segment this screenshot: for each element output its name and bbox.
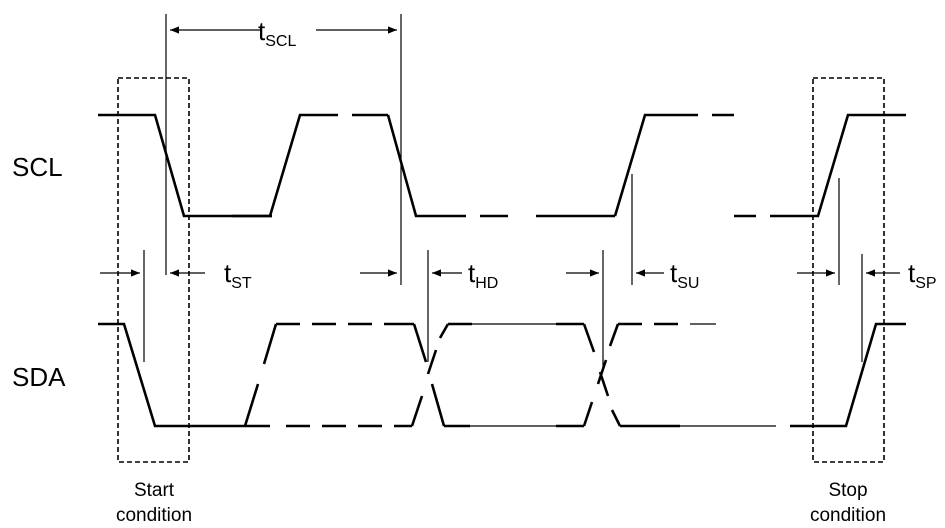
svg-text:tST: tST [224, 258, 252, 292]
t-sp-annotation: tSP [797, 258, 937, 292]
svg-text:tSP: tSP [908, 258, 937, 292]
svg-text:tHD: tHD [468, 258, 498, 292]
scl-label: SCL [12, 152, 63, 182]
t-scl-annotation: tSCL [170, 16, 397, 50]
reference-lines [143, 14, 863, 368]
svg-text:tSU: tSU [670, 258, 699, 292]
sda-label: SDA [12, 362, 66, 392]
t-hd-annotation: tHD [360, 258, 498, 292]
start-condition-box [117, 77, 190, 463]
svg-text:tSCL: tSCL [258, 16, 296, 50]
scl-waveform [98, 113, 906, 218]
t-st-annotation: tST [100, 258, 252, 292]
t-su-annotation: tSU [566, 258, 699, 292]
start-caption-line1: Start [134, 480, 175, 501]
stop-caption-line2: condition [810, 505, 886, 526]
start-caption-line2: condition [116, 505, 192, 526]
stop-condition-box [812, 77, 885, 463]
stop-caption-line1: Stop [828, 480, 867, 501]
sda-waveform [98, 322, 906, 428]
